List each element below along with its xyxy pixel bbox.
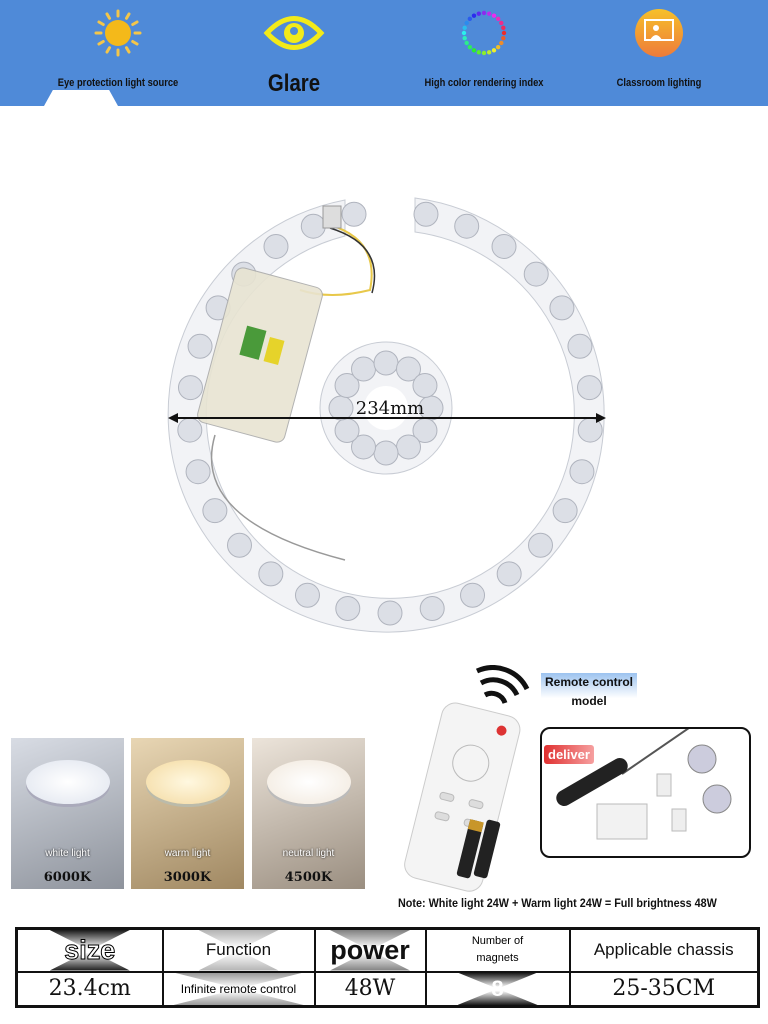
led-chip [334,418,360,443]
remote-control-image [404,665,530,892]
header-magnets: Number of magnets [424,927,571,973]
led-chip [549,295,575,321]
led-chip [373,350,399,376]
sun-icon [94,9,142,57]
led-chip [412,373,438,398]
wireless-signal-icon [475,665,530,705]
led-chip [419,596,445,622]
led-chip [351,356,376,382]
led-chip [335,596,361,622]
led-chip [177,375,203,401]
led-chip [527,532,553,558]
led-chip [377,600,403,626]
classroom-icon [635,9,683,57]
screwdriver-icon [556,758,628,806]
accessories-image [556,718,732,840]
led-chip [454,213,480,239]
feature-label: High color rendering index [424,77,544,89]
header-power: power [313,927,427,973]
header-size: size [15,927,164,973]
remote-control-model-label: Remote control model [541,673,637,715]
feature-eye-protection: Eye protection light source [23,0,213,106]
led-chip [569,459,595,485]
lamp-image [145,760,230,804]
feature-glare: Glare [199,0,389,106]
header-function: Function [161,927,316,973]
led-chip [328,395,354,421]
led-ring-module: 234mm [167,197,606,633]
led-chip [187,333,213,359]
deliver-badge: deliver [544,745,594,764]
lamp-image [266,760,351,804]
lamp-image [25,760,110,804]
feature-banner: Eye protection light source Glare High c… [0,0,768,106]
color-temp: 6000K [43,870,92,885]
led-chip [396,356,421,382]
feature-label: Glare [267,70,321,97]
led-chip [341,201,367,227]
value-size: 23.4cm [15,970,164,1008]
spec-header-row: size Function power Number of magnets Ap… [15,927,760,973]
value-function: Infinite remote control [161,970,316,1008]
led-chip [263,233,289,259]
feature-label: Classroom lighting [616,77,702,89]
led-chip [258,561,284,587]
feature-classroom: Classroom lighting [564,0,754,106]
led-chip [413,201,439,227]
light-label: warm light [164,848,211,859]
spec-table: size Function power Number of magnets Ap… [15,927,760,1008]
led-chip [300,213,326,239]
spec-value-row: 23.4cm Infinite remote control 48W 8 25-… [15,970,760,1008]
eye-icon [263,16,325,50]
led-chip [496,561,522,587]
dimension-label: 234mm [356,398,425,419]
led-chip [227,532,253,558]
value-chassis: 25-35CM [568,970,760,1008]
led-chip [552,498,578,524]
led-chip [373,440,399,466]
photo-white-light: white light 6000K [11,738,124,889]
led-chip [460,582,486,608]
connector-icon [596,803,648,840]
color-temp: 3000K [163,870,212,885]
header-chassis: Applicable chassis [568,927,760,973]
color-ring-icon [461,10,507,56]
led-driver [197,267,323,443]
light-label: neutral light [282,848,335,859]
led-chip [177,417,203,443]
label-background [44,90,118,106]
led-chip [396,434,421,460]
led-chip [523,261,549,287]
light-label: white light [45,848,90,859]
value-magnets: 8 [424,970,571,1008]
value-power: 48W [313,970,427,1008]
led-chip [577,375,603,401]
led-chip [294,582,320,608]
led-chip [351,434,376,460]
power-note: Note: White light 24W + Warm light 24W =… [398,896,717,910]
feature-label: Eye protection light source [57,77,179,89]
led-chip [334,373,360,398]
photo-neutral-light: neutral light 4500K [252,738,365,889]
led-chip [567,333,593,359]
led-chip [491,233,517,259]
color-temp: 4500K [284,870,333,885]
photo-warm-light: warm light 3000K [131,738,244,889]
led-chip [185,459,211,485]
accessories-box [540,718,751,858]
feature-color-rendering: High color rendering index [389,0,579,106]
led-chip [202,498,228,524]
